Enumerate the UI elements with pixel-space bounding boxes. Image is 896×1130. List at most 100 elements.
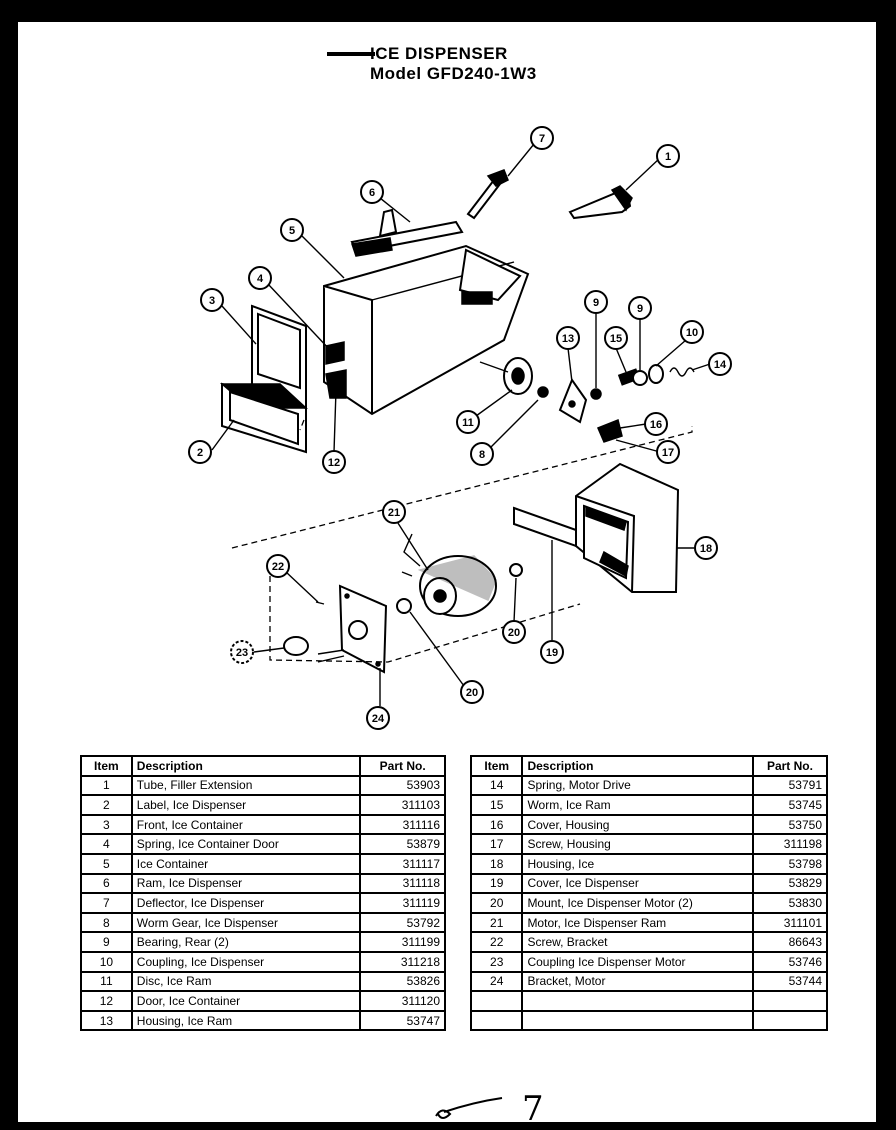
- table-row: [469, 990, 829, 1012]
- callout-14: 14: [708, 352, 732, 376]
- table-header-row: Item Description Part No.: [469, 755, 829, 777]
- handwritten-mark: 7: [435, 1090, 544, 1126]
- table-header-row: Item Description Part No.: [80, 755, 446, 777]
- svg-text:10: 10: [686, 327, 698, 339]
- description-cell: Deflector, Ice Dispenser: [130, 892, 362, 914]
- svg-text:24: 24: [372, 713, 385, 725]
- svg-text:8: 8: [479, 449, 485, 461]
- callout-5: 5: [280, 218, 304, 242]
- callout-20a: 20: [502, 620, 526, 644]
- part-motor-bracket: [338, 584, 388, 674]
- description-cell: Front, Ice Container: [130, 813, 362, 836]
- item-cell: 8: [80, 911, 133, 934]
- item-cell: [469, 1009, 524, 1032]
- description-cell: Bearing, Rear (2): [130, 931, 362, 953]
- item-cell: 5: [80, 852, 133, 875]
- part-number-cell: 311103: [359, 794, 446, 816]
- callout-4: 4: [248, 266, 272, 290]
- svg-text:20: 20: [466, 687, 478, 699]
- description-cell: Housing, Ice: [521, 852, 754, 875]
- part-number-cell: 53745: [751, 794, 829, 816]
- item-cell: 18: [469, 852, 524, 875]
- callout-18: 18: [694, 536, 718, 560]
- part-filler-tube: [568, 185, 633, 220]
- svg-text:20: 20: [508, 627, 520, 639]
- item-cell: 2: [80, 794, 133, 816]
- page-title: ICE DISPENSER Model GFD240-1W3: [370, 44, 537, 84]
- part-number-cell: 311117: [359, 852, 446, 875]
- svg-text:5: 5: [289, 225, 295, 237]
- svg-text:4: 4: [257, 273, 264, 285]
- callout-11: 11: [456, 410, 480, 434]
- item-cell: 16: [469, 813, 524, 836]
- part-number-cell: 311101: [751, 911, 829, 934]
- part-number-cell: 86643: [751, 931, 829, 953]
- part-ice-housing: [575, 462, 680, 593]
- description-cell: Cover, Housing: [521, 813, 754, 836]
- callout-8: 8: [470, 442, 494, 466]
- callout-16: 16: [644, 412, 668, 436]
- svg-text:23: 23: [236, 647, 248, 659]
- item-cell: 15: [469, 794, 524, 816]
- description-cell: Coupling, Ice Dispenser: [130, 950, 362, 973]
- header-part-no: Part No.: [359, 755, 446, 777]
- description-cell: Disc, Ice Ram: [130, 970, 362, 993]
- svg-text:2: 2: [197, 447, 203, 459]
- item-cell: 13: [80, 1009, 133, 1032]
- callout-19: 19: [540, 640, 564, 664]
- item-cell: 9: [80, 931, 133, 953]
- description-cell: Screw, Bracket: [521, 931, 754, 953]
- part-number-cell: 311199: [359, 931, 446, 953]
- description-cell: Door, Ice Container: [130, 990, 362, 1012]
- description-cell: Tube, Filler Extension: [130, 774, 362, 797]
- assembly-line-lower: [269, 576, 581, 663]
- part-number-cell: 53792: [359, 911, 446, 934]
- part-ice-container: [323, 244, 530, 416]
- header-description: Description: [130, 755, 362, 777]
- item-cell: 22: [469, 931, 524, 953]
- part-number-cell: 53746: [751, 950, 829, 973]
- part-ram: [350, 208, 464, 257]
- part-cover: [513, 506, 577, 548]
- callout-1: 1: [656, 144, 680, 168]
- leader-lines: [211, 143, 711, 706]
- item-cell: 14: [469, 774, 524, 797]
- callout-12: 12: [322, 450, 346, 474]
- page-mark: 7: [522, 1090, 544, 1126]
- description-cell: Ram, Ice Dispenser: [130, 872, 362, 895]
- part-ram-housing: [558, 377, 588, 424]
- part-number-cell: 53750: [751, 813, 829, 836]
- part-number-cell: 311218: [359, 950, 446, 973]
- svg-text:14: 14: [714, 359, 727, 371]
- description-cell: Mount, Ice Dispenser Motor (2): [521, 892, 754, 914]
- part-number-cell: 53903: [359, 774, 446, 797]
- callout-6: 6: [360, 180, 384, 204]
- part-number-cell: 53829: [751, 872, 829, 895]
- item-cell: [469, 990, 524, 1012]
- svg-text:9: 9: [593, 297, 599, 309]
- item-cell: 20: [469, 892, 524, 914]
- svg-text:3: 3: [209, 295, 215, 307]
- callout-15: 15: [604, 326, 628, 350]
- svg-text:16: 16: [650, 419, 662, 431]
- part-deflector: [466, 169, 509, 220]
- description-cell: Bracket, Motor: [521, 970, 754, 993]
- part-number-cell: 53830: [751, 892, 829, 914]
- callout-13: 13: [556, 326, 580, 350]
- assembly-line-short: [299, 419, 305, 431]
- callout-22: 22: [266, 554, 290, 578]
- item-cell: 23: [469, 950, 524, 973]
